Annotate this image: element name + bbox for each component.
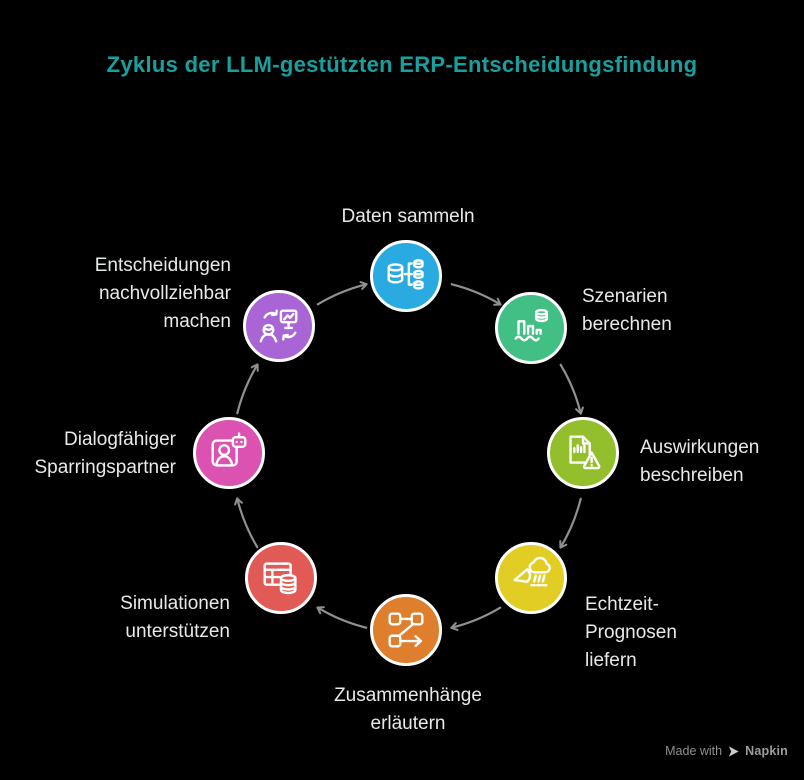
label-echtzeit-prognosen: Echtzeit- Prognosen liefern [585,594,677,671]
arrow-szenarien-to-auswirkungen [559,363,584,415]
arrow-dialog-to-entscheidungen [236,363,259,415]
arrow-auswirkungen-to-echtzeit [559,497,582,549]
label-auswirkungen-beschreiben: Auswirkungen beschreiben [640,437,760,486]
node-echtzeit-prognosen [495,542,567,614]
person-screen-sync-icon [256,303,302,349]
person-chatbot-icon [206,432,252,476]
chart-database-icon [508,305,554,351]
database-merge-icon [383,253,429,299]
arrow-daten-to-szenarien [450,283,502,306]
node-szenarien-berechnen [495,292,567,364]
made-with-napkin-badge[interactable]: Made with Napkin [665,744,788,758]
napkin-logo-icon [728,745,739,757]
document-warning-icon [560,430,606,476]
node-dialogfaehiger-sparringspartner [193,417,265,489]
label-daten-sammeln: Daten sammeln [341,206,475,227]
flowchart-arrow-icon [383,607,429,653]
label-entscheidungen: Entscheidungen nachvollziehbar machen [94,255,231,332]
arrow-echtzeit-to-zusammenhaenge [450,606,502,631]
label-simulationen: Simulationen unterstützen [120,593,230,642]
node-simulationen-unterstuetzen [245,542,317,614]
arrow-entscheidungen-to-daten [316,281,368,306]
node-entscheidungen-nachvollziehbar [243,290,315,362]
made-with-text: Made with [665,744,723,758]
page-title: Zyklus der LLM-gestützten ERP-Entscheidu… [106,52,698,77]
label-zusammenhaenge: Zusammenhänge erläutern [334,685,482,734]
node-auswirkungen-beschreiben [547,417,619,489]
napkin-brand-text: Napkin [745,744,788,758]
arrow-simulationen-to-dialog [234,497,259,549]
table-database-icon [258,555,304,601]
node-zusammenhaenge-erlaeutern [370,594,442,666]
arrow-zusammenhaenge-to-simulationen [316,606,368,629]
label-szenarien-berechnen: Szenarien berechnen [582,286,672,335]
node-daten-sammeln [370,240,442,312]
label-dialogfaehiger: Dialogfähiger Sparringspartner [34,429,176,478]
cloud-forecast-icon [508,555,554,601]
